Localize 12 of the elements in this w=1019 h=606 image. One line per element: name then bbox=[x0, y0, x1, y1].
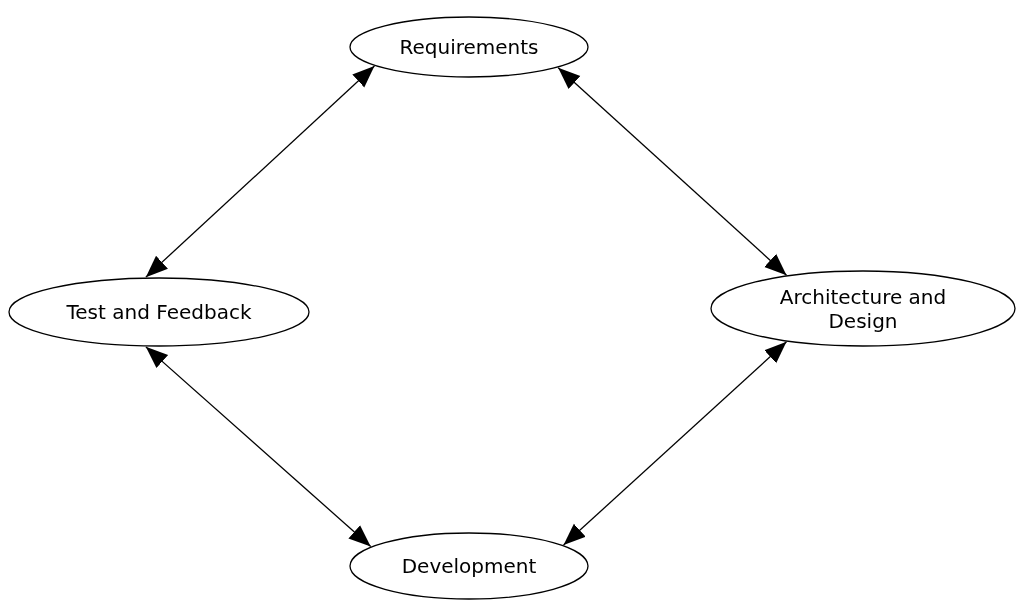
process-ellipse bbox=[8, 277, 310, 347]
process-ellipse bbox=[349, 532, 589, 600]
node-label: Requirements bbox=[399, 35, 539, 59]
node-label: Architecture and Design bbox=[778, 284, 948, 333]
node-label: Development bbox=[401, 554, 537, 578]
double-arrow bbox=[557, 67, 788, 276]
double-arrow bbox=[562, 341, 788, 546]
double-arrow bbox=[145, 65, 376, 278]
process-ellipse bbox=[710, 270, 1016, 347]
node-label: Test and Feedback bbox=[66, 300, 252, 324]
process-ellipse bbox=[349, 16, 589, 78]
double-arrow bbox=[145, 346, 372, 548]
